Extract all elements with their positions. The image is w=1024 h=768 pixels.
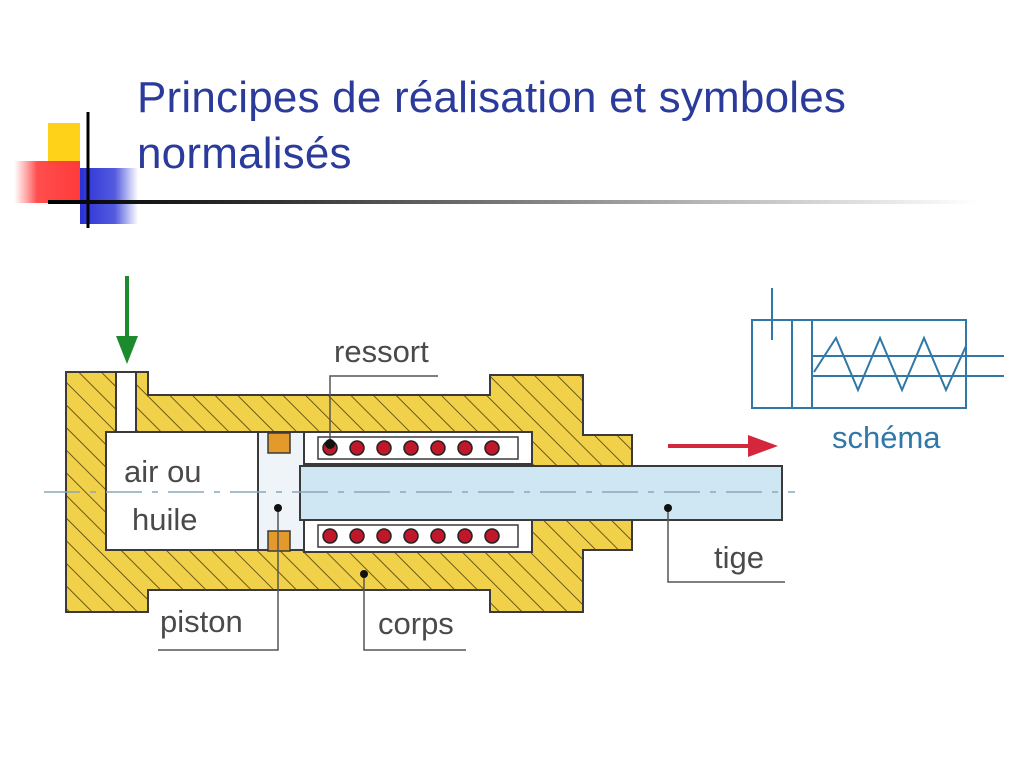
deco-yellow-square (48, 123, 80, 165)
piston-rod (299, 465, 783, 521)
arrow-right-icon (668, 435, 778, 457)
label-fluid-line1: air ou (124, 454, 202, 489)
label-tige: tige (714, 540, 764, 575)
leader-piston (158, 508, 279, 651)
leader-corps (363, 574, 466, 651)
spring-coil (430, 440, 446, 456)
spring-coil (430, 528, 446, 544)
spring-top-frame (317, 436, 519, 460)
leader-dot-corps (360, 570, 368, 578)
leader-dot-ressort (325, 439, 335, 449)
leader-dot-piston (274, 504, 282, 512)
label-piston: piston (160, 604, 243, 639)
slide-corner-decoration (14, 112, 138, 228)
title-divider (48, 200, 978, 204)
fluid-chamber (105, 431, 259, 551)
label-schema: schéma (832, 420, 941, 455)
slide-title-line2: normalisés (137, 129, 352, 178)
spring-coil (349, 440, 365, 456)
leader-ressort (329, 375, 438, 440)
spring-coil (457, 440, 473, 456)
deco-blue-bar (80, 168, 138, 224)
spring-coil (322, 528, 338, 544)
piston-seal-top (267, 432, 291, 454)
label-ressort: ressort (334, 334, 429, 369)
label-fluid-line2: huile (132, 502, 198, 537)
slide-title: Principes de réalisation et symboles nor… (137, 70, 997, 182)
leader-dot-tige (664, 504, 672, 512)
spring-coil (376, 440, 392, 456)
spring-coil (403, 440, 419, 456)
spring-coil (349, 528, 365, 544)
leader-tige (667, 508, 785, 583)
spring-coil (376, 528, 392, 544)
spring-bottom-frame (317, 524, 519, 548)
spring-coil (403, 528, 419, 544)
spring-coils-bottom (322, 528, 500, 544)
arrow-down-icon (116, 276, 138, 364)
label-corps: corps (378, 606, 454, 641)
slide-title-line1: Principes de réalisation et symboles (137, 73, 847, 122)
spring-coil (484, 440, 500, 456)
cylinder-symbol (751, 288, 1004, 409)
piston-seal-bottom (267, 530, 291, 552)
spring-coil (484, 528, 500, 544)
leader-lines (158, 375, 785, 651)
deco-red-bar (14, 161, 80, 203)
inlet-port (115, 371, 137, 433)
spring-coil (457, 528, 473, 544)
